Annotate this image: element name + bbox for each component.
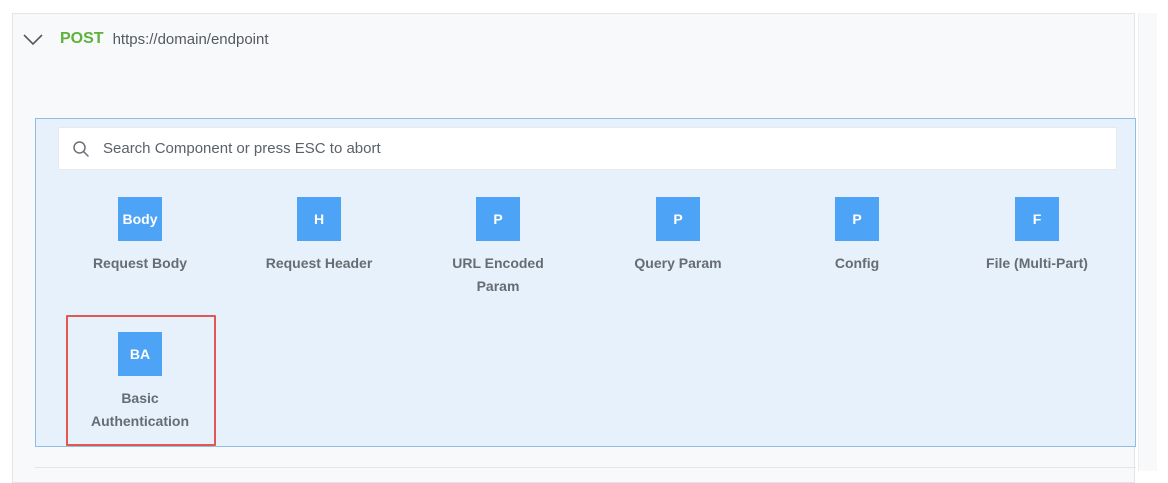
component-file-multipart[interactable]: F File (Multi-Part) — [957, 197, 1117, 275]
divider — [35, 467, 1136, 468]
scroll-gutter — [1138, 13, 1157, 471]
http-method: POST — [60, 30, 104, 47]
component-label: Basic Authentication — [91, 390, 189, 429]
component-request-header[interactable]: H Request Header — [239, 197, 399, 275]
component-basic-authentication[interactable]: BA Basic Authentication — [60, 332, 220, 433]
component-label: Config — [834, 255, 880, 271]
highlight-box — [66, 315, 216, 446]
param-icon: P — [835, 197, 879, 241]
component-query-param[interactable]: P Query Param — [598, 197, 758, 275]
component-label: URL Encoded Param — [452, 255, 544, 294]
request-header: POST https://domain/endpoint — [22, 26, 269, 52]
file-icon: F — [1015, 197, 1059, 241]
header-icon: H — [297, 197, 341, 241]
component-label: Query Param — [634, 255, 722, 271]
body-icon: Body — [118, 197, 162, 241]
component-request-body[interactable]: Body Request Body — [60, 197, 220, 275]
search-icon — [73, 140, 89, 157]
basic-auth-icon: BA — [118, 332, 162, 376]
component-url-encoded-param[interactable]: P URL Encoded Param — [418, 197, 578, 298]
component-label: Request Body — [92, 255, 188, 271]
component-picker: Body Request Body H Request Header P URL… — [35, 118, 1136, 447]
param-icon: P — [476, 197, 520, 241]
component-label: File (Multi-Part) — [986, 255, 1088, 271]
endpoint-url: https://domain/endpoint — [112, 30, 269, 48]
component-label: Request Header — [265, 255, 373, 271]
search-box[interactable] — [58, 127, 1117, 170]
param-icon: P — [656, 197, 700, 241]
component-config[interactable]: P Config — [777, 197, 937, 275]
chevron-down-icon[interactable] — [22, 31, 44, 47]
search-input[interactable] — [103, 140, 1003, 157]
